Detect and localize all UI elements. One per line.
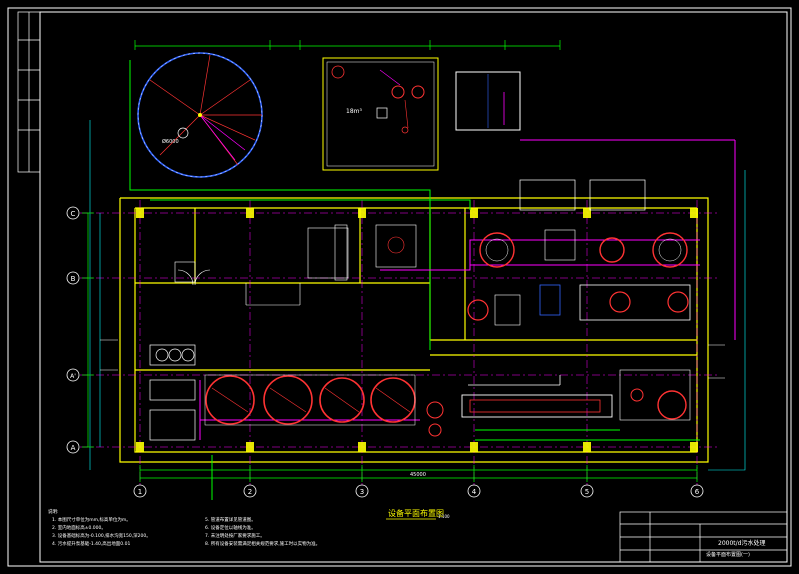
- drawing-inner-frame: [39, 11, 788, 563]
- upper-left-rooms: [174, 224, 417, 306]
- green-pipes: [129, 60, 700, 500]
- drawing-scale: 1:100: [438, 514, 450, 519]
- note-line-4: 4. 污水提升泵基础-1.40,高出地面0.01: [52, 540, 130, 547]
- axis-col-2: 2: [248, 488, 252, 496]
- axis-col-4: 4: [472, 488, 477, 496]
- left-pump-cluster: [149, 344, 196, 441]
- building-outline: [119, 197, 709, 463]
- tank-left-label: Ø6000: [162, 138, 179, 145]
- drawing-outer-frame: [7, 7, 792, 567]
- note-heading: 说明:: [48, 508, 59, 515]
- large-circular-tank: [137, 52, 263, 178]
- note-line-5: 5. 管道布置详见管道图。: [205, 516, 256, 523]
- lower-right-equipment: [461, 369, 691, 421]
- axis-col-1: 1: [138, 488, 142, 496]
- row-axis-bubbles: [66, 206, 80, 454]
- top-dimension-chain: [134, 40, 561, 50]
- axis-row-A: A: [71, 444, 76, 452]
- axis-col-5: 5: [585, 488, 589, 496]
- dimension-main: 45000: [410, 472, 426, 478]
- bottom-dimension-chain: [139, 465, 698, 482]
- general-notes: 说明: 1. 本图尺寸单位为mm,标高单位为m。 2. 室内地面标高±0.000…: [48, 508, 320, 547]
- title-block: [619, 511, 788, 563]
- axis-row-C: C: [71, 210, 76, 218]
- drawing-title: 设备平面布置图: [388, 508, 444, 518]
- structural-columns: [136, 208, 698, 452]
- note-line-3: 3. 设备基础标高为-0.100,排水沟宽150,深200。: [52, 532, 151, 539]
- door-arcs: [100, 269, 725, 379]
- cyan-lines: [89, 120, 746, 471]
- axis-col-3: 3: [360, 488, 364, 496]
- lower-row-tanks: [204, 374, 444, 437]
- tank-top-volume: 18m³: [346, 108, 362, 115]
- axis-row-B: B: [71, 275, 76, 283]
- upper-right-room: [455, 71, 521, 131]
- binding-strip: [17, 11, 41, 173]
- axis-col-6: 6: [695, 488, 700, 496]
- note-line-2: 2. 室内地面标高±0.000。: [52, 524, 106, 531]
- column-axis-lines: [80, 200, 720, 485]
- note-line-1: 1. 本图尺寸单位为mm,标高单位为m。: [52, 516, 131, 523]
- right-upper-reactors: [467, 179, 691, 326]
- left-dimension-chain: [82, 212, 94, 448]
- note-line-6: 6. 设备定位以轴线为准。: [205, 524, 256, 531]
- column-axis-bubbles: [133, 484, 704, 498]
- note-line-7: 7. 未注明处按厂家要求施工。: [205, 532, 265, 539]
- title-block-project: 2000t/d污水处理: [718, 539, 765, 547]
- upper-tank-box: [322, 57, 439, 171]
- note-line-8: 8. 所有设备安装需满足相关规范要求,施工时以实物为准。: [205, 540, 320, 547]
- axis-row-A-prime: A': [70, 373, 76, 380]
- title-block-sheet: 设备平面布置图(一): [706, 551, 750, 558]
